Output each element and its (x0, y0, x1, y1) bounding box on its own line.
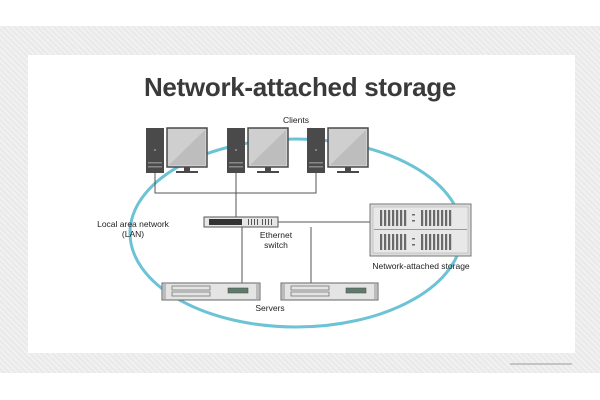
copyright-watermark (510, 363, 572, 365)
client-computer-2 (227, 127, 289, 173)
switch-label: Ethernet switch (260, 230, 292, 250)
server-1 (161, 282, 261, 301)
lan-label-line1: Local area network (97, 219, 169, 229)
client-computer-3 (307, 127, 369, 173)
client-computer-1 (146, 127, 208, 173)
clients-label: Clients (283, 115, 309, 125)
nas-label: Network-attached storage (372, 261, 470, 271)
connection-lines (154, 173, 370, 283)
nas-device (369, 203, 472, 257)
server-2 (280, 282, 379, 301)
servers-label: Servers (255, 303, 285, 313)
diagram-title: Network-attached storage (143, 72, 457, 102)
ethernet-switch (203, 216, 279, 228)
lan-label: Local area network (LAN) (97, 219, 169, 239)
switch-label-line1: Ethernet (259, 230, 293, 240)
lan-label-line2: (LAN) (121, 229, 145, 239)
switch-label-line2: switch (264, 240, 288, 250)
diagram-card (28, 55, 575, 353)
